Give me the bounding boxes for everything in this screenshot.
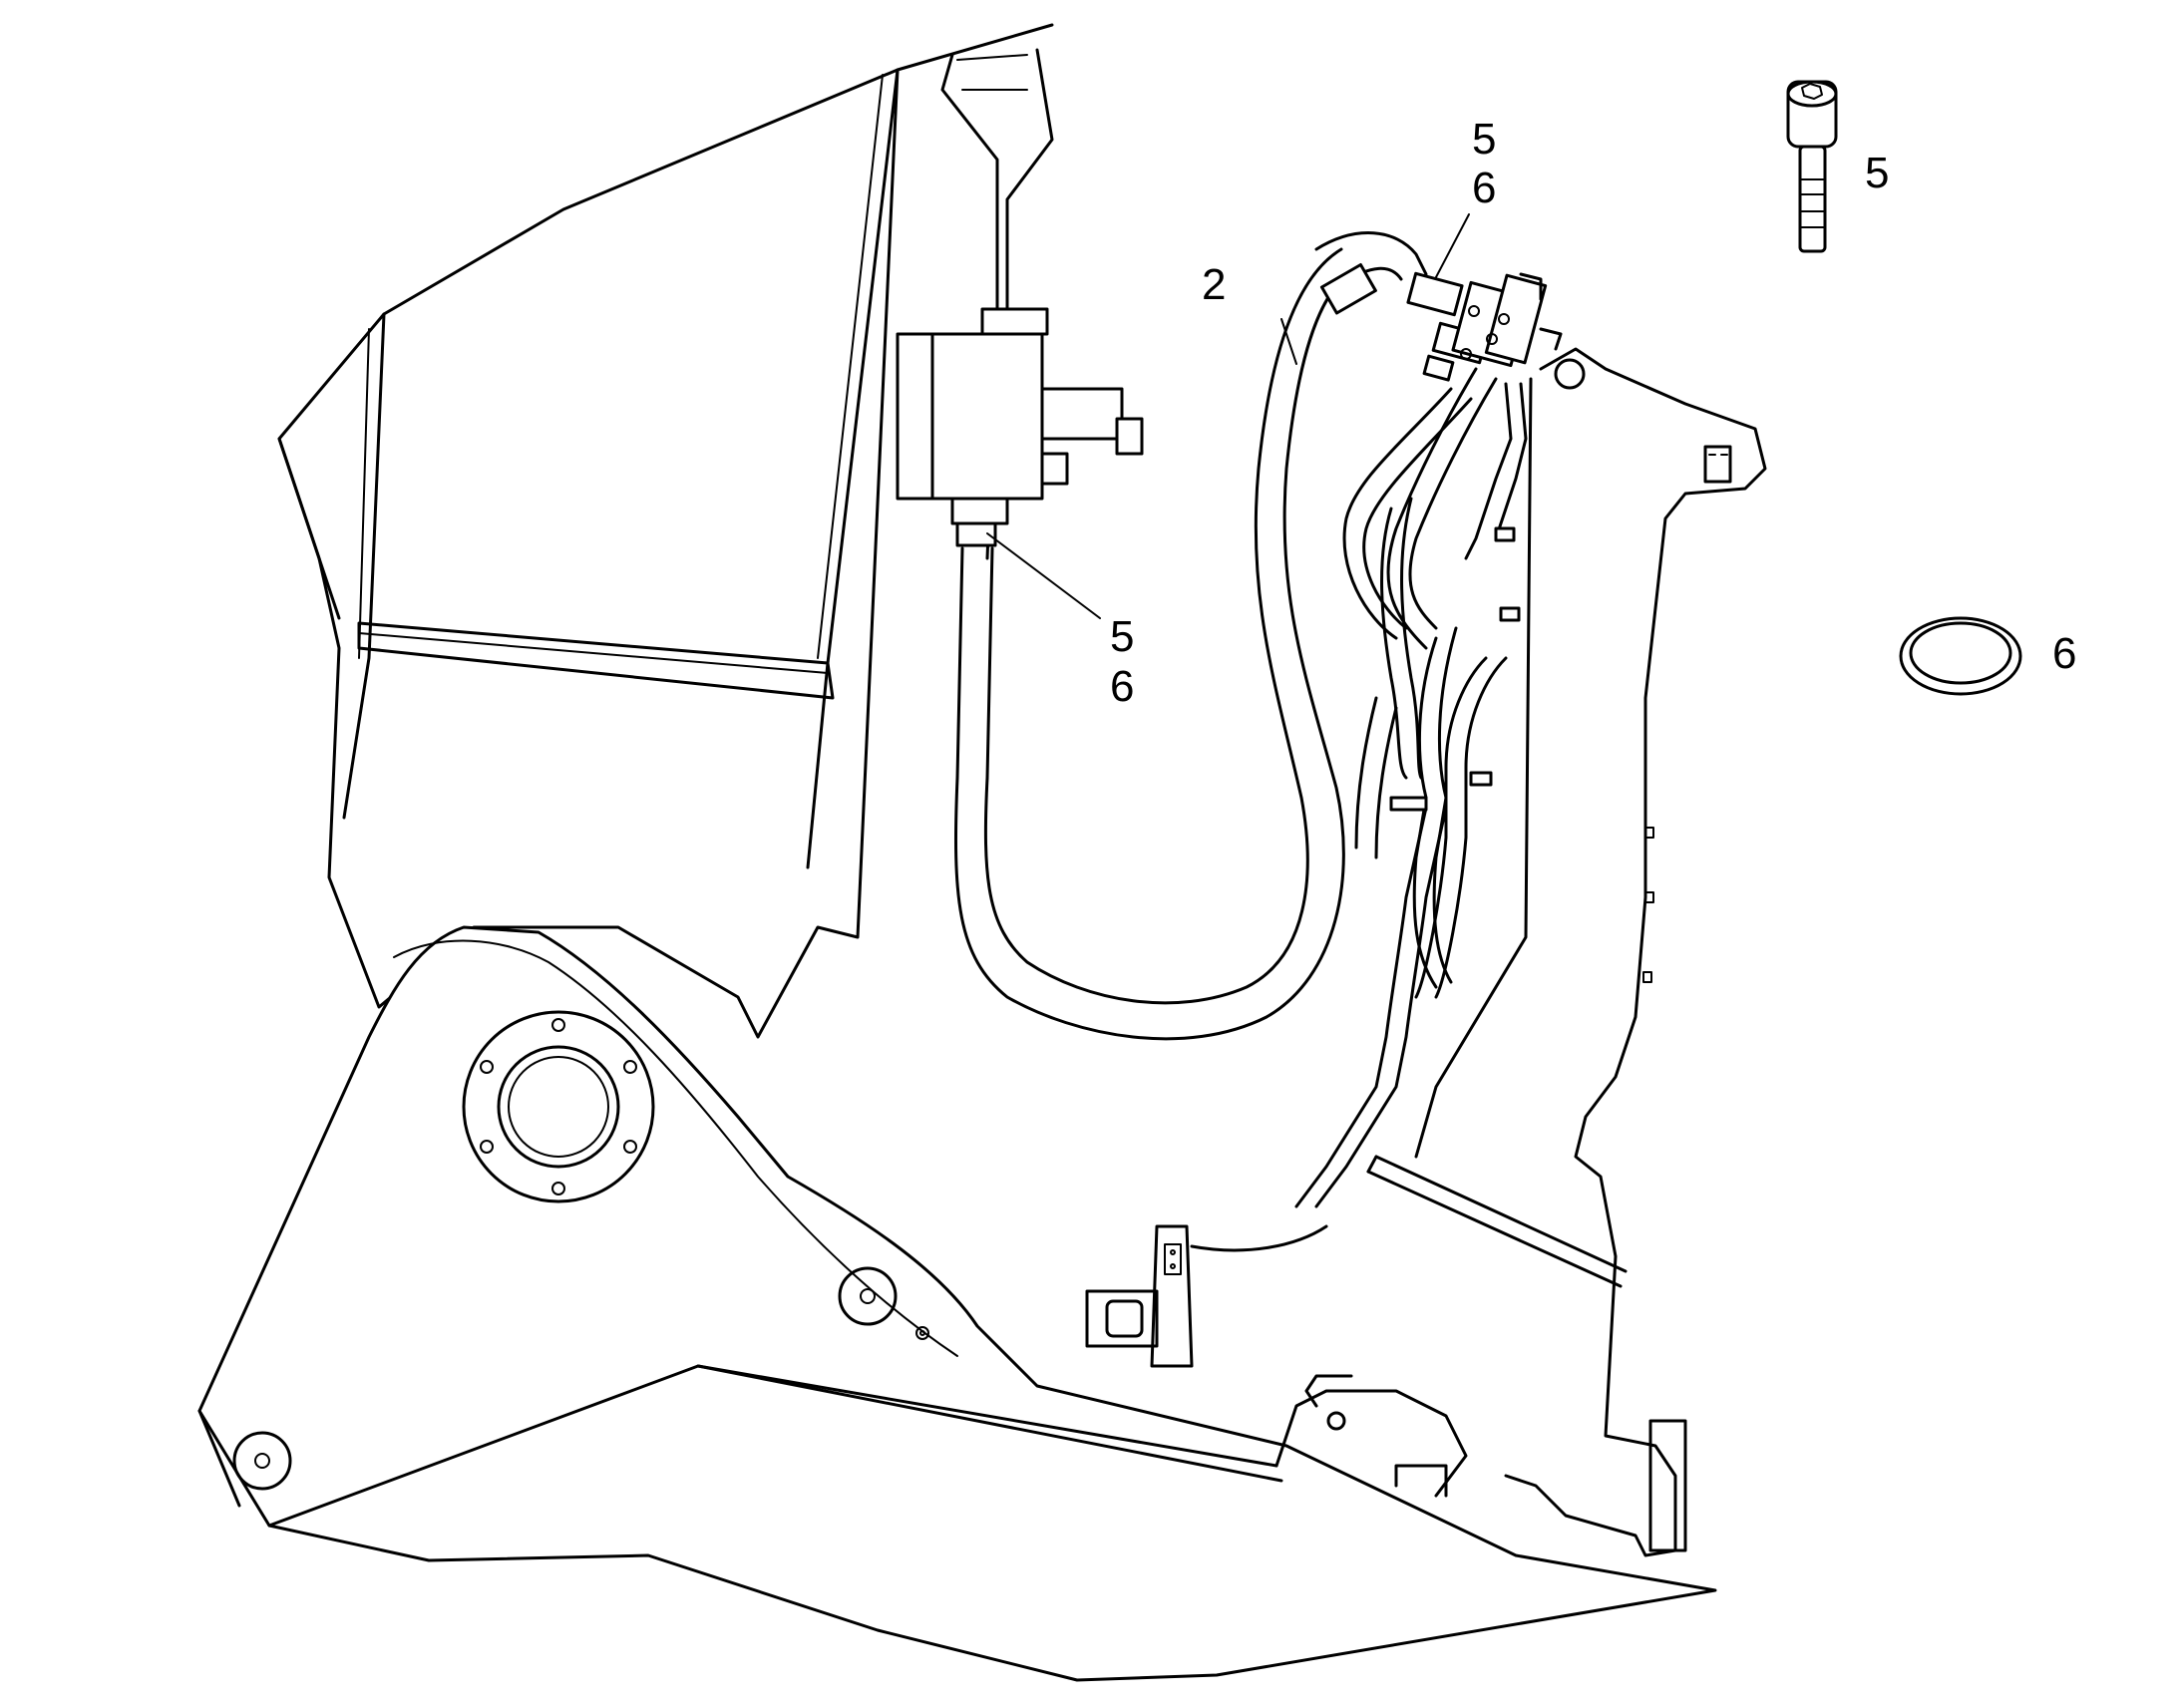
right-arm-frame — [1366, 347, 1767, 1557]
crusher-body — [197, 23, 1717, 1682]
callout-hose-label: 2 — [1202, 260, 1227, 309]
valve-block — [896, 307, 1144, 547]
screw-icon — [1786, 80, 1838, 253]
hose-fittings — [1406, 271, 1563, 382]
callout-screw-part-label: 5 — [1865, 149, 1890, 197]
callout-top-screw-label: 5 — [1472, 115, 1497, 164]
callout-top-ring-label: 6 — [1472, 164, 1497, 212]
callout-mid-ring-label: 6 — [1110, 662, 1135, 711]
callout-ring-part-label: 6 — [2052, 629, 2077, 678]
hose-lines — [953, 231, 1528, 1208]
leader-lines — [986, 213, 1470, 619]
callout-mid-screw-label: 5 — [1110, 612, 1135, 661]
o-ring-icon — [1899, 616, 2022, 696]
